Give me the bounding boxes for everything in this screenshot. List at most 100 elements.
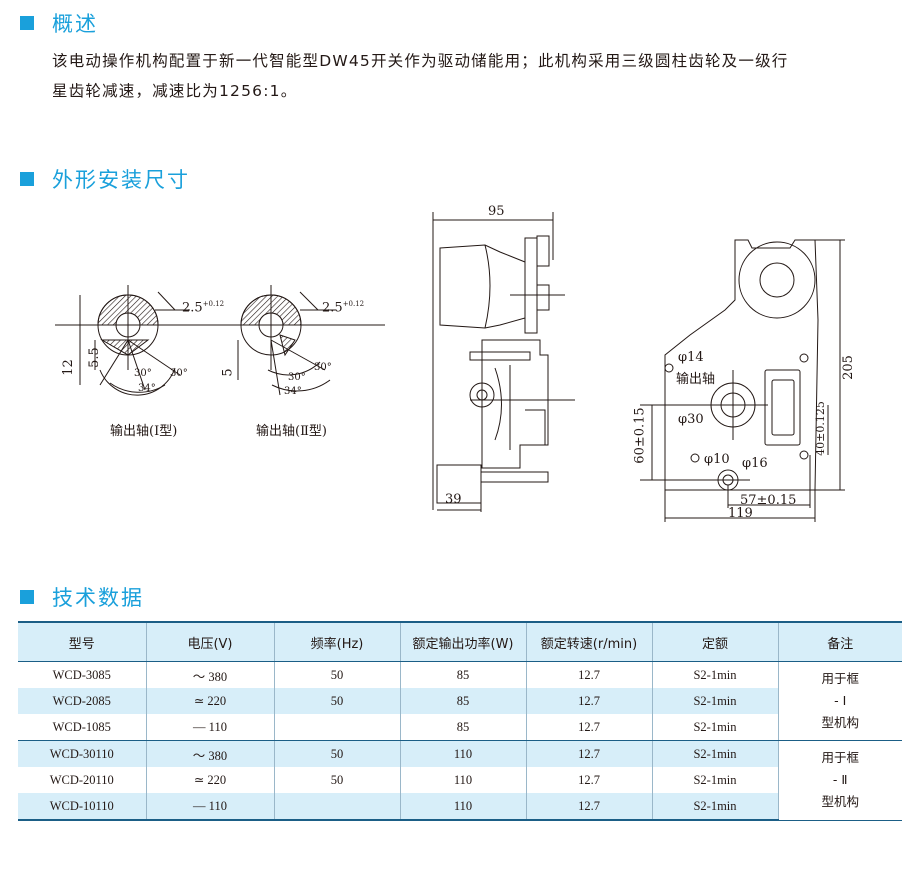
cell-model: WCD-2085 [18,688,146,714]
dim-bottom-119: 119 [728,506,753,521]
angle-label: 30° [170,368,188,379]
cell-power: 85 [399,714,526,741]
dim-value: 2.5 [182,300,203,316]
cell-speed: 12.7 [525,714,652,741]
column-header: 定额 [651,621,778,662]
section-header-overview: 概述 [20,8,98,38]
cell-freq: 50 [273,767,400,793]
cell-speed: 12.7 [525,661,652,688]
section-bullet-icon [20,16,34,30]
dim-right-40: 40±0.125 [813,401,827,456]
cell-rating: S2-1min [651,740,778,767]
cell-voltage: ～ 380 [145,661,274,688]
dim-tolerance: +0.12 [202,300,225,308]
dim-keyway-label: 2.5+0.12 [182,300,224,315]
dim-dia-label: 12 [60,359,76,376]
column-header: 额定输出功率(W) [399,621,526,662]
output-shaft-label: 输出轴 [676,372,716,387]
table-header-row: 型号 电压(V) 频率(Hz) 额定输出功率(W) 额定转速(r/min) 定额… [18,621,902,662]
side-view-drawing [432,212,575,512]
column-header: 型号 [18,621,146,662]
cell-model: WCD-20110 [49,772,114,787]
cell-freq: 50 [273,740,400,767]
cell-speed: 12.7 [525,740,652,767]
table-row: WCD-30110 ～ 380 50 110 12.7 S2-1min 用于框 … [18,740,902,821]
dim-phi30: φ30 [678,412,704,427]
cell-rating: S2-1min [651,714,778,741]
dim-keyway-label: 2.5+0.12 [322,300,364,315]
dim-depth-label: 5 [220,368,236,377]
section-header-dimensions: 外形安装尺寸 [20,164,190,194]
note-line: 用于框 [821,750,859,766]
angle-label: 34° [284,386,302,397]
table-row: WCD-3085 ～ 380 50 85 12.7 S2-1min 用于框 - … [18,661,902,741]
section-header-techdata: 技术数据 [20,582,144,612]
dim-height: 205 [840,355,856,380]
cell-power: 110 [399,740,526,767]
section-bullet-icon [20,590,34,604]
cell-speed: 12.7 [525,793,652,821]
angle-label: 30° [314,362,332,373]
cell-model: WCD-10110 [18,793,146,821]
cell-freq: 50 [273,688,400,714]
shaft-type2-drawing [237,285,385,396]
note-line: 型机构 [821,794,859,810]
shaft1-caption: 输出轴(Ⅰ型) [110,424,178,439]
cell-power: 85 [399,688,526,714]
cell-voltage: — 110 [145,793,274,821]
cell-freq [273,793,400,821]
dim-bottom-57: 57±0.15 [740,493,797,508]
overview-line: 星齿轮减速，减速比为1256:1。 [52,82,298,100]
dim-phi16: φ16 [742,456,768,471]
section-title: 技术数据 [52,586,144,610]
cell-model: WCD-1085 [18,714,146,741]
column-header: 额定转速(r/min) [525,621,652,662]
dim-phi14: φ14 [678,350,704,365]
cell-freq [273,714,400,741]
cell-power: 85 [399,661,526,688]
cell-rating: S2-1min [651,767,778,793]
angle-label: 30° [134,368,152,379]
spec-table: 型号 电压(V) 频率(Hz) 额定输出功率(W) 额定转速(r/min) 定额… [18,621,902,821]
section-bullet-icon [20,172,34,186]
table-row: WCD-20110 ≃ 220 50 110 12.7 S2-1min [18,767,902,793]
dim-side-width: 95 [488,204,505,219]
cell-voltage: — 110 [145,714,274,741]
cell-speed: 12.7 [525,688,652,714]
front-view-drawing [640,239,845,522]
cell-rating: S2-1min [651,661,778,688]
shaft2-caption: 输出轴(Ⅱ型) [256,424,327,439]
cell-freq: 50 [273,661,400,688]
note-line: - Ⅰ [834,693,847,708]
dimension-drawings: 2.5+0.12 2.5+0.12 12 5.5 5 30° 30° 34° 3… [0,200,920,530]
dim-tolerance: +0.12 [342,300,365,308]
technical-drawing [55,212,845,522]
cell-rating: S2-1min [651,688,778,714]
section-title: 概述 [52,12,98,36]
cell-power: 110 [399,767,526,793]
column-header: 电压(V) [145,621,274,662]
table-row: WCD-1085 — 110 85 12.7 S2-1min [18,714,902,741]
table-row: WCD-2085 ≃ 220 50 85 12.7 S2-1min [18,688,902,714]
cell-note: 用于框 - Ⅰ 型机构 [777,661,902,741]
dim-value: 2.5 [322,300,343,316]
shaft-type1-drawing [55,285,245,396]
dim-left-60: 60±0.15 [632,407,648,464]
cell-power: 110 [399,793,526,821]
column-header: 频率(Hz) [273,621,400,662]
cell-voltage: ≃ 220 [145,688,274,714]
cell-model: WCD-3085 [52,667,111,682]
note-line: 型机构 [821,715,859,730]
angle-label: 30° [288,372,306,383]
overview-line: 该电动操作机构配置于新一代智能型DW45开关作为驱动储能用；此机构采用三级圆柱齿… [52,52,789,70]
dim-phi10: φ10 [704,452,730,467]
cell-model: WCD-30110 [18,740,146,767]
column-header: 备注 [777,621,902,662]
cell-rating: S2-1min [651,793,778,821]
table-row: WCD-10110 — 110 110 12.7 S2-1min [18,793,902,821]
section-title: 外形安装尺寸 [52,168,190,192]
cell-voltage: ～ 380 [145,740,274,767]
dim-depth-label: 5.5 [86,347,102,368]
dim-side-base: 39 [445,492,462,507]
note-line: - Ⅱ [832,772,848,788]
